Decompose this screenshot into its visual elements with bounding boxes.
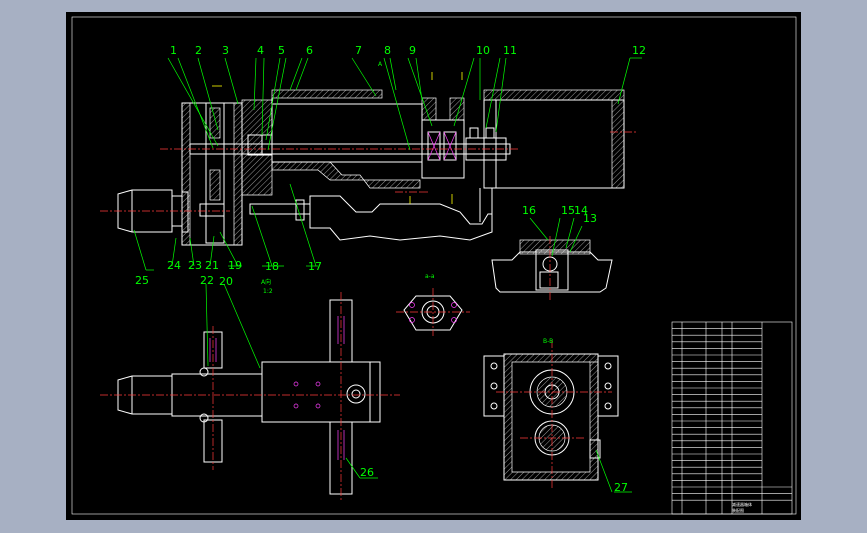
leader-line: [289, 57, 303, 91]
leader-line: [197, 57, 219, 131]
leader-line: [383, 57, 411, 151]
part-labels: 1 2 3 4 5 6 7 8 9 10 11 12 13 14 15 16 1…: [135, 44, 646, 494]
detail-a-scale: 1:2: [263, 288, 273, 295]
title-block: [671, 321, 793, 515]
leader-line: [224, 57, 239, 105]
part-label-19: 19: [228, 259, 242, 272]
leader-line: [189, 237, 195, 267]
top-view: [100, 292, 400, 500]
part-label-12: 12: [632, 44, 646, 57]
section-a-mark: A: [378, 61, 383, 68]
leader-lines: [133, 57, 642, 493]
leader-line: [261, 57, 265, 136]
sheet-border: [71, 16, 797, 515]
leader-line: [407, 57, 433, 127]
leader-line: [617, 57, 631, 105]
part-label-18: 18: [265, 260, 279, 273]
part-label-24: 24: [167, 259, 181, 272]
drawing-sheet: [66, 12, 801, 520]
title-line-2: 装配图: [732, 507, 744, 513]
leader-line: [253, 57, 257, 111]
part-label-7: 7: [355, 44, 362, 57]
part-label-16: 16: [522, 204, 536, 217]
part-label-22: 22: [200, 274, 214, 287]
leader-line: [389, 57, 397, 91]
section-b-b-view: [483, 340, 619, 490]
part-label-9: 9: [409, 44, 416, 57]
leader-line: [223, 283, 261, 369]
leader-line: [209, 235, 215, 267]
leader-line: [267, 57, 287, 151]
detail-a-view: [491, 236, 613, 300]
part-label-14: 14: [574, 204, 588, 217]
leader-line: [345, 457, 361, 479]
part-label-23: 23: [188, 259, 202, 272]
leader-line: [595, 449, 613, 493]
leader-line: [495, 57, 507, 133]
leader-line: [167, 57, 219, 147]
leader-line: [551, 217, 561, 257]
part-label-25: 25: [135, 274, 149, 287]
title-line-1: 减速器箱体: [732, 501, 752, 507]
part-label-13: 13: [583, 212, 597, 225]
part-label-11: 11: [503, 44, 517, 57]
part-label-27: 27: [614, 481, 628, 494]
leader-line: [565, 217, 575, 249]
detail-a-name: A向: [261, 278, 271, 286]
leader-line: [205, 283, 209, 367]
leader-line: [219, 231, 239, 267]
part-label-2: 2: [195, 44, 202, 57]
leader-line: [485, 57, 501, 129]
leader-line: [289, 183, 317, 267]
part-label-21: 21: [205, 259, 219, 272]
leader-line: [251, 205, 273, 267]
part-label-10: 10: [476, 44, 490, 57]
part-label-15: 15: [561, 204, 575, 217]
section-b-b-label: B-B: [543, 338, 553, 345]
part-label-8: 8: [384, 44, 391, 57]
part-label-6: 6: [306, 44, 313, 57]
leader-line: [351, 57, 377, 97]
leader-line: [453, 57, 475, 127]
part-label-26: 26: [360, 466, 374, 479]
leader-line: [529, 217, 549, 241]
part-label-3: 3: [222, 44, 229, 57]
main-section-view: [100, 72, 636, 246]
leader-line: [133, 229, 147, 271]
part-label-17: 17: [308, 260, 322, 273]
part-label-5: 5: [278, 44, 285, 57]
part-label-20: 20: [219, 275, 233, 288]
part-label-1: 1: [170, 44, 177, 57]
leader-line: [569, 225, 583, 253]
part-label-4: 4: [257, 44, 264, 57]
leader-line: [171, 237, 177, 267]
section-a-a-label: a-a: [425, 273, 435, 280]
leader-line: [415, 57, 423, 101]
leader-line: [295, 57, 309, 91]
section-a-a-view: [396, 288, 470, 336]
leader-line: [177, 57, 214, 149]
leader-line: [265, 57, 281, 141]
